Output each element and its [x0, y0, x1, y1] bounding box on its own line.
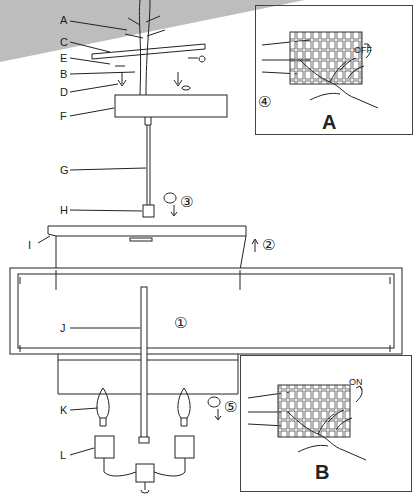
part-letter: F	[60, 111, 67, 122]
step-letter: B	[315, 462, 329, 482]
part-letter: A	[60, 15, 67, 26]
callout-number: ③	[180, 195, 193, 210]
part-letter: E	[60, 53, 67, 64]
inset-panel: OFF A	[255, 5, 413, 135]
part-letter: B	[60, 69, 67, 80]
callout-number: ①	[174, 316, 187, 331]
corner-band	[0, 0, 305, 62]
callout-number: ④	[258, 95, 271, 110]
part-letter: H	[60, 205, 68, 216]
part-letter: L	[60, 450, 66, 461]
part-letter: J	[60, 323, 66, 334]
part-letter: I	[28, 240, 31, 251]
part-letter: G	[60, 165, 69, 176]
part-letter: K	[60, 405, 67, 416]
switch-label: ON	[349, 378, 363, 387]
callout-number: ②	[262, 238, 275, 253]
part-letter: C	[60, 37, 68, 48]
inset-panel: ON B	[240, 355, 412, 492]
callout-number: ⑤	[224, 400, 237, 415]
part-letter: D	[60, 87, 68, 98]
switch-label: OFF	[354, 46, 372, 55]
step-letter: A	[322, 112, 336, 132]
